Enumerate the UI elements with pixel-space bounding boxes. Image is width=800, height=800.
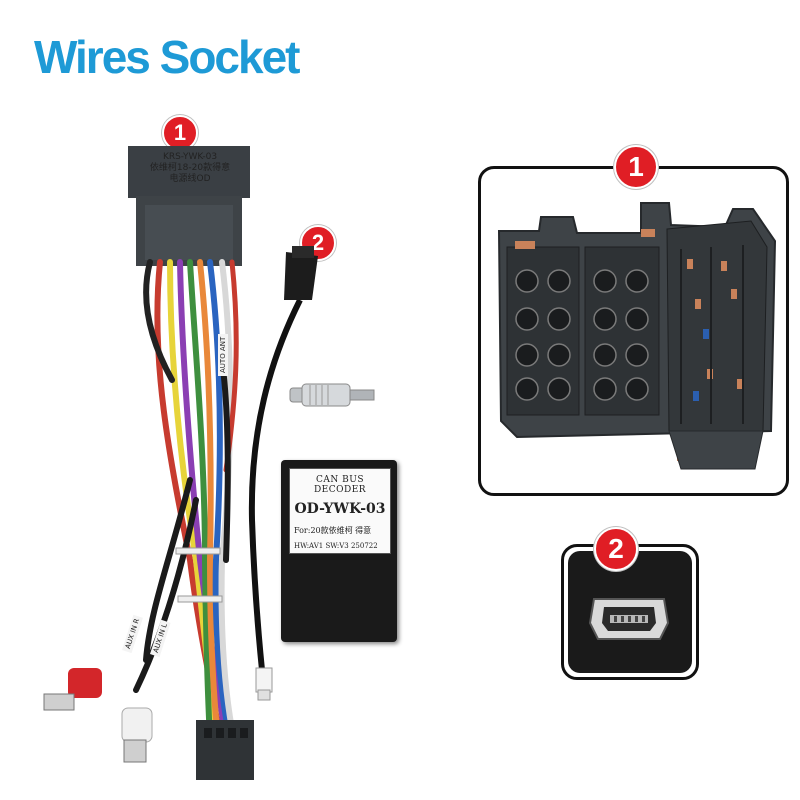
- harness-label: KRS-YWK-03 依维柯18-20款得意 电源线OD: [142, 152, 238, 185]
- harness-label-line3: 电源线OD: [169, 174, 211, 184]
- harness-label-line1: KRS-YWK-03: [162, 152, 218, 162]
- badge-2-cable: 2: [300, 225, 336, 261]
- usb-closeup-panel: [561, 544, 699, 680]
- decoder-label-line1: CAN BUS DECODER: [313, 475, 367, 495]
- iso-connector-image: [497, 202, 777, 470]
- badge-2-closeup: 2: [594, 527, 638, 571]
- badge-1-closeup: 1: [614, 145, 658, 189]
- can-bus-decoder: CAN BUS DECODER OD-YWK-03 For:20款依维柯 得意 …: [281, 460, 397, 642]
- decoder-label-for: For:20款依维柯 得意: [294, 526, 372, 535]
- harness-label-line2: 依维柯18-20款得意: [149, 163, 231, 173]
- tag-aux-in-r: AUX IN R: [122, 614, 144, 654]
- decoder-label-model: OD-YWK-03: [294, 501, 386, 517]
- tag-auto-ant: AUTO ANT: [218, 333, 228, 376]
- badge-1-harness: 1: [162, 115, 198, 151]
- decoder-label: CAN BUS DECODER OD-YWK-03 For:20款依维柯 得意 …: [289, 468, 391, 554]
- tag-aux-in-l: AUX IN L: [150, 619, 171, 658]
- page-title: Wires Sockets: [34, 31, 300, 83]
- decoder-label-version: HW:AV1 SW:V3 250722: [294, 542, 378, 550]
- connector-closeup-panel: [478, 166, 789, 496]
- mini-usb-image: [568, 551, 692, 673]
